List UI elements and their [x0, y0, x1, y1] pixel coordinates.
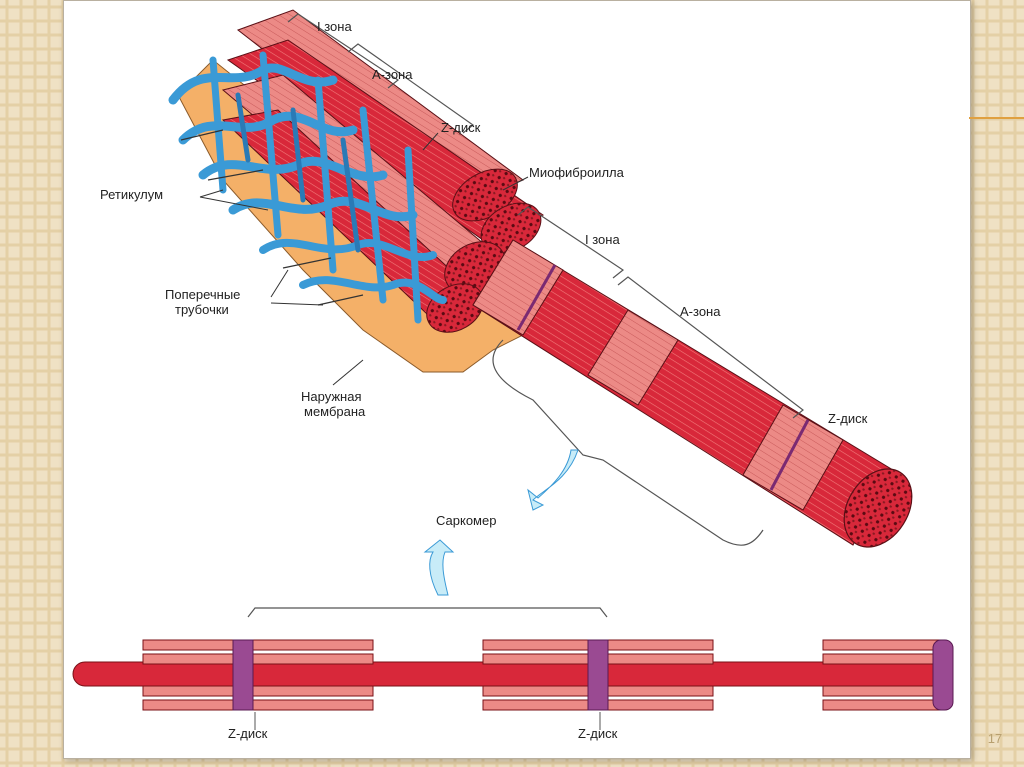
myofibril-diagram: I зона А-зона Z-диск Миофиброилла Ретику… [72, 9, 954, 741]
label-i-zone-right: I зона [585, 232, 620, 247]
label-reticulum: Ретикулум [100, 187, 163, 202]
label-a-zone-right: А-зона [680, 304, 721, 319]
label-sarcomere: Саркомер [436, 513, 496, 528]
transverse-tubules [180, 129, 364, 306]
page-number: 17 [987, 731, 1003, 746]
label-outer-membrane-2: мембрана [304, 404, 366, 419]
long-myofibril [472, 239, 913, 548]
label-transverse-tubules-2: трубочки [175, 302, 229, 317]
label-z-disc-bottom-left: Z-диск [228, 726, 268, 741]
label-transverse-tubules-1: Поперечные [165, 287, 240, 302]
label-z-disc-bottom-right: Z-диск [578, 726, 618, 741]
arrow-up-icon [423, 539, 455, 596]
label-a-zone-top: А-зона [372, 67, 413, 82]
label-i-zone-top: I зона [317, 19, 352, 34]
sarcomere-schematic [72, 607, 954, 730]
label-z-disc-right: Z-диск [828, 411, 868, 426]
arrow-down-icon [527, 449, 579, 511]
zone-brackets [287, 13, 804, 546]
accent-line [969, 117, 1024, 119]
label-outer-membrane-1: Наружная [301, 389, 362, 404]
leader-lines [199, 132, 529, 386]
sarcoplasmic-reticulum [168, 51, 447, 324]
label-z-disc-top: Z-диск [441, 120, 481, 135]
label-myofibril: Миофиброилла [529, 165, 625, 180]
